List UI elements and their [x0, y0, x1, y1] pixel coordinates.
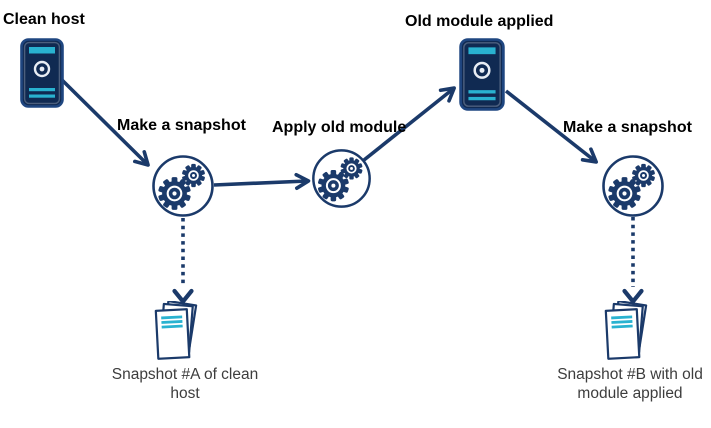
gears-icon-apply-old-module	[310, 147, 373, 210]
label-apply-old-module: Apply old module	[272, 119, 407, 136]
caption-snapshot-b: Snapshot #B with old module applied	[557, 366, 703, 402]
gears-icon-make-snapshot-1	[150, 153, 216, 219]
server-icon-clean-host	[20, 38, 64, 108]
label-old-module-applied: Old module applied	[405, 13, 554, 30]
dashed-arrowhead-snapshot-b	[622, 288, 644, 305]
arrow-gears2-to-server2	[362, 86, 456, 162]
label-make-a-snapshot-1: Make a snapshot	[117, 117, 246, 134]
gears-icon-make-snapshot-2	[600, 153, 666, 219]
snapshot-document-icon-b	[602, 301, 652, 363]
snapshot-document-icon-a	[152, 301, 202, 363]
caption-snapshot-a: Snapshot #A of clean host	[111, 366, 259, 402]
arrow-server2-to-gears3	[504, 89, 598, 164]
label-make-a-snapshot-2: Make a snapshot	[563, 119, 692, 136]
label-clean-host: Clean host	[3, 11, 85, 28]
arrow-gears1-to-gears2	[213, 172, 311, 190]
dashed-arrowhead-snapshot-a	[172, 288, 194, 305]
server-icon-old-module-applied	[459, 38, 505, 111]
arrow-clean-host-to-gears1	[60, 78, 150, 167]
